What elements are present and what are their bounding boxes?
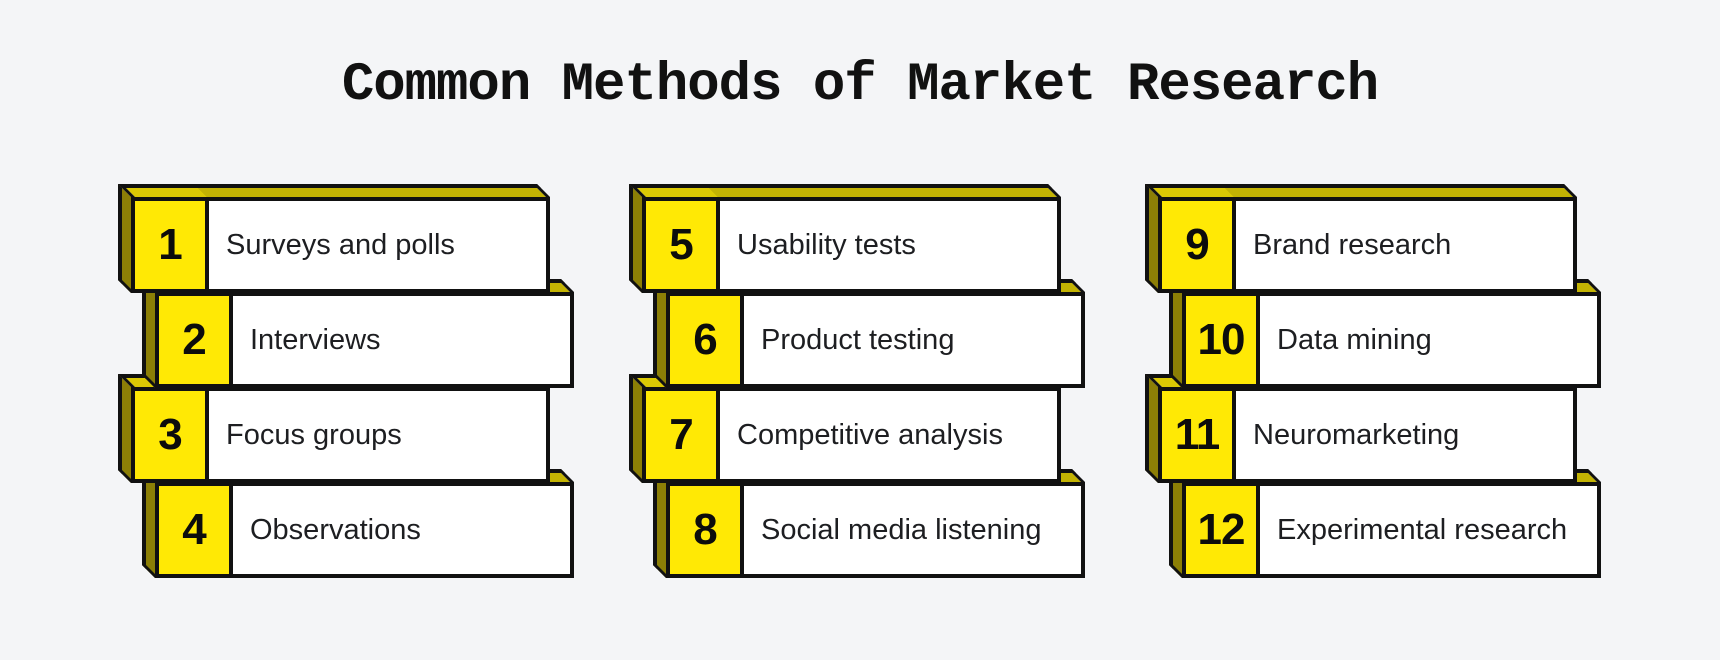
method-card: 9 Brand research: [1158, 197, 1577, 293]
bar-3d-left-face: [1145, 184, 1158, 293]
method-card: 5 Usability tests: [642, 197, 1061, 293]
bar-3d-top-face: [629, 184, 1061, 197]
bar-3d-left-face: [118, 374, 131, 483]
method-card: 8 Social media listening: [666, 482, 1085, 578]
method-item: 7 Competitive analysis: [629, 374, 1061, 483]
bar-3d-top-face: [118, 184, 550, 197]
method-label: Surveys and polls: [226, 228, 455, 261]
method-card: 7 Competitive analysis: [642, 387, 1061, 483]
method-number: 6: [670, 296, 744, 384]
method-item: 12 Experimental research: [1169, 469, 1601, 578]
method-card: 4 Observations: [155, 482, 574, 578]
method-item: 6 Product testing: [653, 279, 1085, 388]
method-label: Social media listening: [761, 513, 1042, 546]
method-number: 12: [1186, 486, 1260, 574]
method-number: 7: [646, 391, 720, 479]
method-number: 1: [135, 201, 209, 289]
method-number: 11: [1162, 391, 1236, 479]
bar-3d-left-face: [118, 184, 131, 293]
page-title: Common Methods of Market Research: [341, 55, 1379, 116]
method-item: 1 Surveys and polls: [118, 184, 550, 293]
bar-3d-left-face: [142, 469, 155, 578]
method-number: 4: [159, 486, 233, 574]
methods-column-1: 1 Surveys and polls 2 Interviews 3 Focus…: [118, 184, 591, 597]
method-number: 8: [670, 486, 744, 574]
bar-3d-left-face: [653, 469, 666, 578]
method-number: 2: [159, 296, 233, 384]
method-label: Brand research: [1253, 228, 1452, 261]
method-label: Data mining: [1277, 323, 1432, 356]
method-number: 9: [1162, 201, 1236, 289]
method-label: Usability tests: [737, 228, 916, 261]
methods-column-3: 9 Brand research 10 Data mining 11 Neuro…: [1145, 184, 1618, 597]
method-number: 10: [1186, 296, 1260, 384]
bar-3d-left-face: [1169, 469, 1182, 578]
method-item: 5 Usability tests: [629, 184, 1061, 293]
method-item: 2 Interviews: [142, 279, 574, 388]
methods-column-2: 5 Usability tests 6 Product testing 7 Co…: [629, 184, 1102, 597]
method-number: 3: [135, 391, 209, 479]
method-item: 9 Brand research: [1145, 184, 1577, 293]
method-label: Competitive analysis: [737, 418, 1003, 451]
method-card: 10 Data mining: [1182, 292, 1601, 388]
method-card: 12 Experimental research: [1182, 482, 1601, 578]
method-label: Focus groups: [226, 418, 402, 451]
method-label: Interviews: [250, 323, 381, 356]
bar-3d-top-face: [1145, 184, 1577, 197]
method-card: 1 Surveys and polls: [131, 197, 550, 293]
method-card: 3 Focus groups: [131, 387, 550, 483]
bar-3d-left-face: [653, 279, 666, 388]
method-item: 4 Observations: [142, 469, 574, 578]
method-label: Experimental research: [1277, 513, 1568, 546]
method-card: 11 Neuromarketing: [1158, 387, 1577, 483]
method-item: 3 Focus groups: [118, 374, 550, 483]
bar-3d-left-face: [1169, 279, 1182, 388]
method-label: Observations: [250, 513, 421, 546]
method-item: 11 Neuromarketing: [1145, 374, 1577, 483]
bar-3d-left-face: [629, 184, 642, 293]
method-card: 2 Interviews: [155, 292, 574, 388]
method-card: 6 Product testing: [666, 292, 1085, 388]
method-number: 5: [646, 201, 720, 289]
bar-3d-left-face: [629, 374, 642, 483]
method-item: 8 Social media listening: [653, 469, 1085, 578]
bar-3d-left-face: [1145, 374, 1158, 483]
method-label: Neuromarketing: [1253, 418, 1460, 451]
method-item: 10 Data mining: [1169, 279, 1601, 388]
method-label: Product testing: [761, 323, 955, 356]
bar-3d-left-face: [142, 279, 155, 388]
